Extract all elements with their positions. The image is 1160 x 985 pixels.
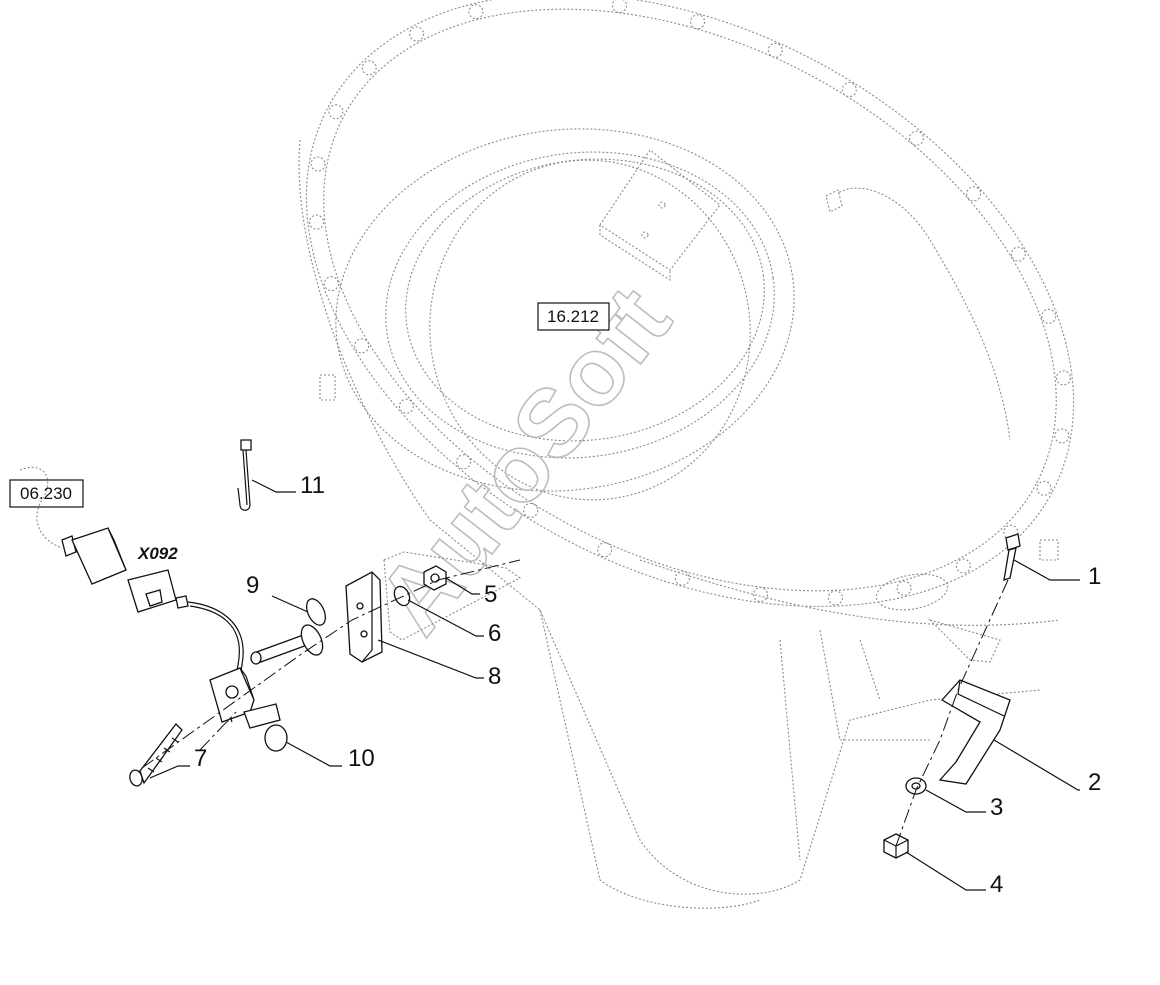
flange-bolt — [674, 570, 690, 586]
flange-bolt — [468, 4, 484, 20]
flange-bolt — [767, 42, 783, 58]
flange-bolt — [690, 14, 706, 30]
flange-bolt — [966, 186, 982, 202]
assembly-lines — [141, 559, 1009, 847]
flange-bolt — [456, 454, 472, 470]
callout-number: 7 — [194, 745, 207, 772]
callout-10[interactable]: 10 — [285, 741, 375, 772]
wiring-harness — [19, 466, 244, 723]
callout-1[interactable]: 1 — [1013, 559, 1101, 590]
reference-label: 16.212 — [547, 307, 599, 326]
callout-8[interactable]: 8 — [377, 639, 501, 690]
flange-bolt — [328, 104, 344, 120]
flange-bolt — [955, 558, 971, 574]
fan-housing-ghost — [298, 0, 1075, 909]
proximity-sensor[interactable] — [209, 667, 288, 752]
screw[interactable] — [128, 723, 183, 787]
washer[interactable] — [303, 596, 329, 628]
callout-4[interactable]: 4 — [905, 851, 1003, 898]
callout-number: 9 — [246, 572, 259, 599]
callout-11[interactable]: 11 — [251, 472, 325, 499]
flange-bolt — [1003, 524, 1019, 540]
mounting-bracket[interactable] — [345, 571, 383, 663]
flange-bolt — [896, 580, 912, 596]
callout-number: 11 — [300, 472, 325, 499]
flange-bolt — [398, 398, 414, 414]
flange-bolt — [1041, 308, 1057, 324]
callout-number: 8 — [488, 663, 501, 690]
flange-bolt — [1054, 428, 1070, 444]
flange-bolt — [354, 338, 370, 354]
flange-bolt — [323, 276, 339, 292]
callout-5[interactable]: 5 — [445, 577, 497, 608]
callout-7[interactable]: 7 — [149, 745, 207, 779]
flange-bolt — [523, 502, 539, 518]
cable-tie[interactable] — [237, 439, 252, 511]
reference-box-06-230[interactable]: 06.230 — [9, 479, 84, 508]
callout-number: 3 — [990, 794, 1003, 821]
reference-box-16-212[interactable]: 16.212 — [537, 302, 610, 331]
callout-number: 6 — [488, 620, 501, 647]
washer-small[interactable] — [391, 584, 412, 608]
callout-3[interactable]: 3 — [925, 789, 1003, 821]
connector-label: X092 — [137, 544, 178, 563]
bolt[interactable] — [1003, 533, 1021, 581]
bolt-short[interactable] — [250, 622, 327, 665]
callout-number: 2 — [1088, 769, 1101, 796]
flange-bolt — [310, 156, 326, 172]
flange-bolt — [1055, 370, 1072, 386]
flange-bolt — [611, 0, 628, 14]
flange-bolt — [841, 82, 857, 98]
callout-number: 4 — [990, 871, 1003, 898]
flange-bolt — [409, 26, 425, 42]
reference-label: 06.230 — [20, 484, 72, 503]
bracket[interactable] — [928, 618, 1011, 785]
flange-bolt-pattern — [308, 0, 1072, 606]
callout-number: 1 — [1088, 563, 1101, 590]
flange-bolt — [752, 586, 769, 603]
flange-bolt — [1010, 246, 1026, 262]
flange-bolt — [1036, 480, 1052, 496]
flange-bolt — [908, 130, 924, 146]
flange-bolt — [308, 214, 325, 230]
callout-2[interactable]: 2 — [993, 739, 1101, 796]
callout-9[interactable]: 9 — [246, 572, 309, 613]
flange-bolt — [827, 590, 844, 606]
flange-bolt — [597, 542, 613, 558]
flange-bolt — [361, 60, 377, 76]
callout-number: 5 — [484, 581, 497, 608]
flat-washer[interactable] — [905, 777, 927, 795]
callout-number: 10 — [348, 745, 375, 772]
callout-6[interactable]: 6 — [407, 599, 501, 647]
nut[interactable] — [423, 565, 447, 591]
